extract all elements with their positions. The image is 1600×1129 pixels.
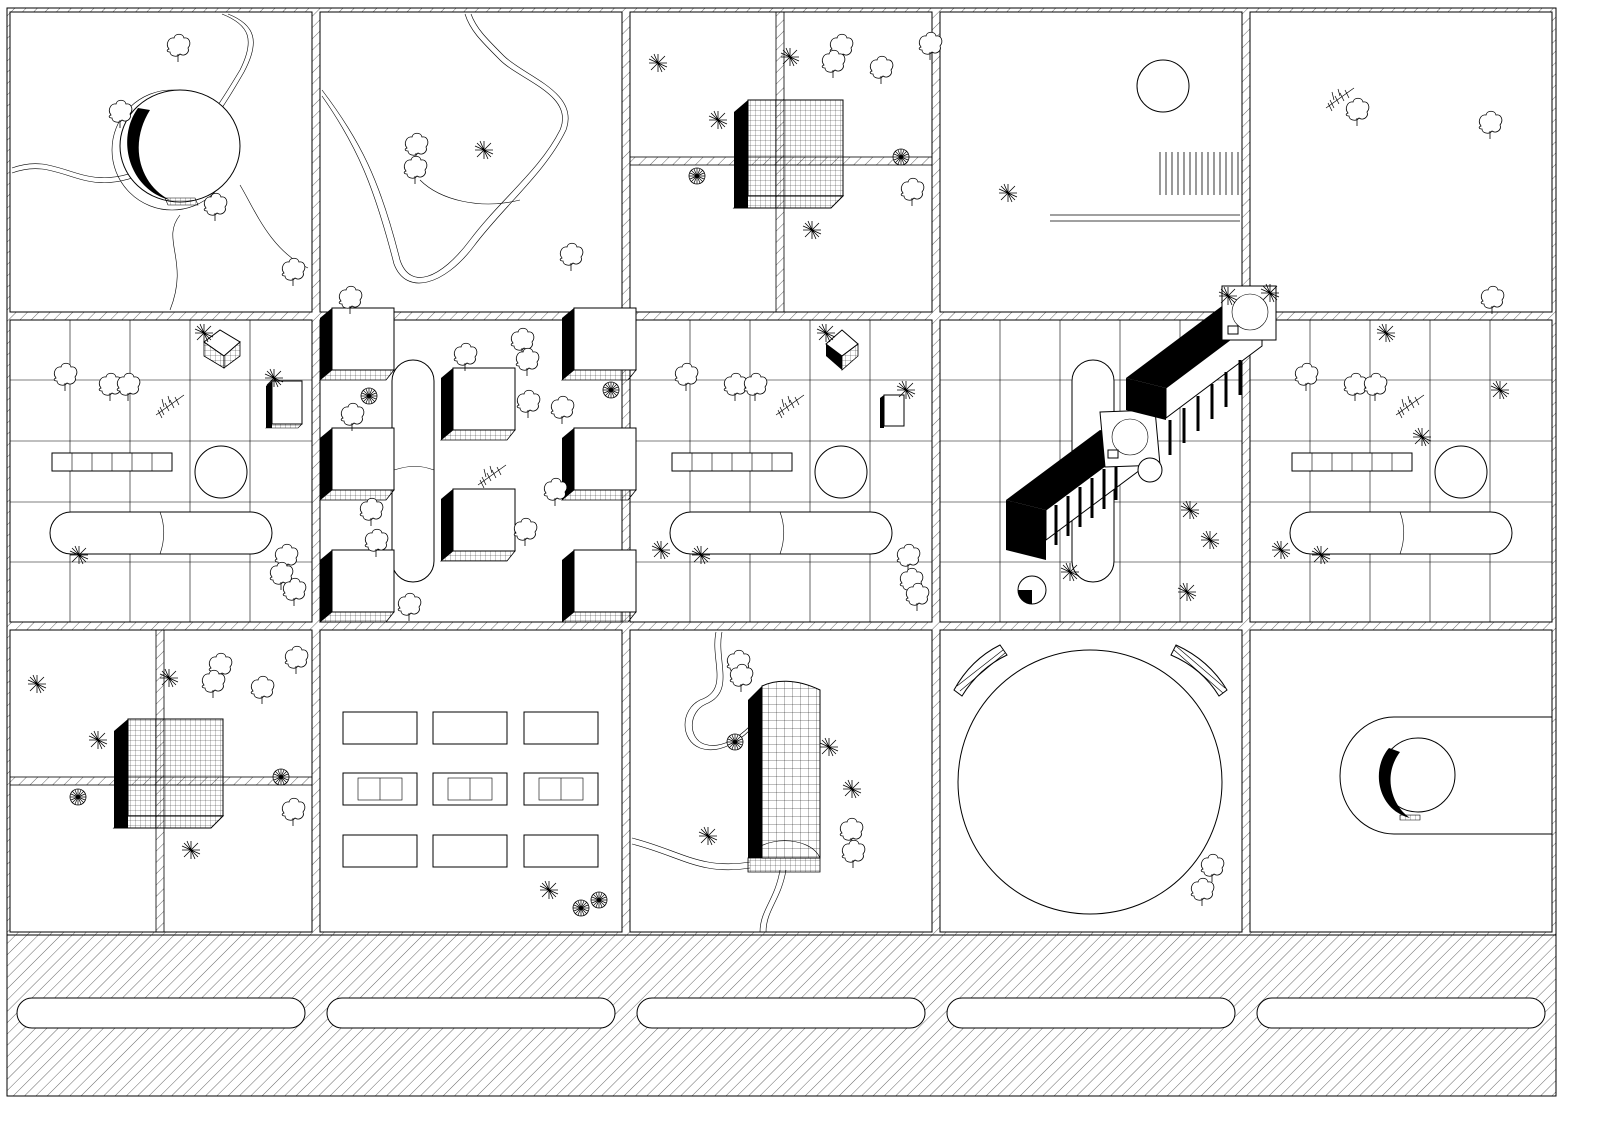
palm-tree-icon xyxy=(1376,323,1396,343)
shrub-icon xyxy=(688,167,706,185)
housing-cube xyxy=(573,427,637,491)
palm-tree-icon xyxy=(1180,500,1200,520)
palm-tree-icon xyxy=(264,368,284,388)
road-band xyxy=(6,934,1557,1097)
court xyxy=(432,834,508,868)
plaza-block xyxy=(998,59,1240,222)
cube-building-block-2 xyxy=(9,629,313,933)
palm-tree-icon xyxy=(780,47,800,67)
campus-block-3 xyxy=(651,323,930,612)
court xyxy=(342,772,418,806)
palm-tree-icon xyxy=(1490,380,1510,400)
housing-cube xyxy=(452,488,516,552)
palm-tree-icon xyxy=(1200,530,1220,550)
palm-tree-icon xyxy=(539,880,559,900)
palm-tree-icon xyxy=(88,730,108,750)
palm-tree-icon xyxy=(159,668,179,688)
meadow-park-block xyxy=(321,13,584,284)
block-r1-c5 xyxy=(1249,11,1553,313)
palm-tree-icon xyxy=(816,323,836,343)
tower-park-block xyxy=(631,631,866,933)
court xyxy=(523,711,599,745)
barrel-tower xyxy=(761,680,821,859)
road-median-2 xyxy=(326,997,616,1029)
campus-block-1 xyxy=(49,323,307,607)
court xyxy=(523,772,599,806)
court xyxy=(342,834,418,868)
block-r1-c4 xyxy=(939,11,1243,313)
palm-tree-icon xyxy=(181,840,201,860)
palm-tree-icon xyxy=(708,110,728,130)
housing-cube xyxy=(573,549,637,613)
shrub-icon xyxy=(69,788,87,806)
road-median-3 xyxy=(636,997,926,1029)
sports-courts-block xyxy=(342,711,608,917)
linear-building-block xyxy=(1006,283,1280,605)
palm-tree-icon xyxy=(819,737,839,757)
palm-tree-icon xyxy=(896,380,916,400)
grid-cube-building xyxy=(747,99,844,197)
shrub-icon xyxy=(590,891,608,909)
road-median-4 xyxy=(946,997,1236,1029)
palm-tree-icon xyxy=(69,545,89,565)
palm-tree-icon xyxy=(651,540,671,560)
court xyxy=(432,711,508,745)
shrub-icon xyxy=(272,768,290,786)
court xyxy=(523,834,599,868)
road-median-1 xyxy=(16,997,306,1029)
shrub-icon xyxy=(726,733,744,751)
housing-cube xyxy=(452,367,516,431)
shrub-icon xyxy=(602,381,620,399)
housing-cube xyxy=(331,549,395,613)
housing-cube xyxy=(573,307,637,371)
palm-tree-icon xyxy=(1271,540,1291,560)
palm-tree-icon xyxy=(998,183,1018,203)
palm-tree-icon xyxy=(1218,286,1238,306)
plaza-circle xyxy=(1136,59,1190,113)
housing-cube xyxy=(331,307,395,371)
block-r3-c2 xyxy=(319,629,623,933)
palm-tree-icon xyxy=(27,674,47,694)
palm-tree-icon xyxy=(1060,562,1080,582)
road-median-5 xyxy=(1256,997,1546,1029)
palm-tree-icon xyxy=(648,53,668,73)
block-r3-c4 xyxy=(939,629,1243,933)
shrub-icon xyxy=(360,387,378,405)
running-track xyxy=(1289,511,1513,555)
cube-building-block xyxy=(629,11,943,313)
stadium-block xyxy=(953,644,1228,915)
palm-tree-icon xyxy=(1412,427,1432,447)
palm-tree-icon xyxy=(194,323,214,343)
housing-cube xyxy=(331,427,395,491)
court xyxy=(342,711,418,745)
palm-tree-icon xyxy=(842,779,862,799)
court xyxy=(432,772,508,806)
palm-tree-icon xyxy=(1311,545,1331,565)
shrub-icon xyxy=(572,899,590,917)
shrub-icon xyxy=(892,148,910,166)
campus-block-5 xyxy=(1271,323,1513,565)
palm-tree-icon xyxy=(1177,582,1197,602)
palm-tree-icon xyxy=(1260,283,1280,303)
running-track xyxy=(49,511,273,555)
running-track xyxy=(669,511,893,555)
palm-tree-icon xyxy=(691,545,711,565)
pavilion-block-2 xyxy=(1190,716,1552,907)
palm-tree-icon xyxy=(802,220,822,240)
stadium-field xyxy=(957,649,1223,915)
housing-cluster-block xyxy=(318,285,637,623)
grid-cube-building xyxy=(127,718,224,817)
park-pavilion-block xyxy=(11,13,309,311)
palm-tree-icon xyxy=(698,826,718,846)
palm-tree-icon xyxy=(474,140,494,160)
block-r1-c2 xyxy=(319,11,623,313)
